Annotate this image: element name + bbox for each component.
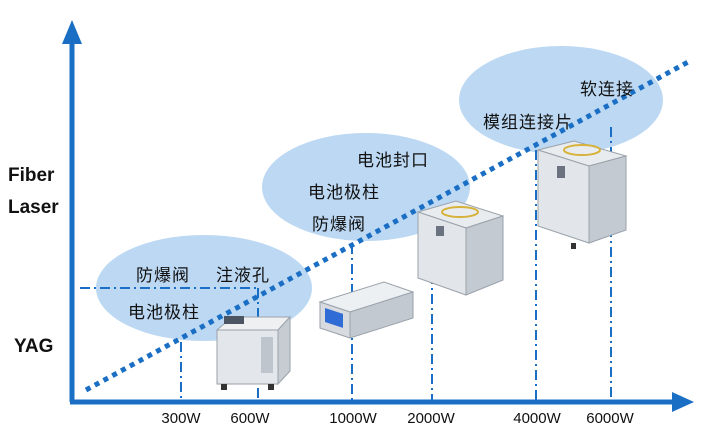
bubble2-label-vent: 防爆阀: [312, 215, 366, 235]
bubble1-label-vent: 防爆阀: [136, 266, 190, 286]
bubble1-label-fill-hole: 注液孔: [216, 266, 270, 286]
machine-2000w-image: [416, 200, 505, 296]
y-axis-arrow: [62, 20, 82, 44]
x-tick-2000w: 2000W: [407, 410, 455, 427]
bubble3-label-module-busbar: 模组连接片: [483, 113, 573, 133]
machine-6000w-image: [536, 140, 628, 249]
machine-1000w-image: [318, 281, 415, 339]
x-tick-300w: 300W: [161, 410, 201, 427]
x-axis-arrow: [672, 392, 694, 412]
bubble1-label-terminal: 电池极柱: [128, 303, 200, 323]
bubble-high-power: [459, 46, 663, 154]
x-tick-6000w: 6000W: [586, 410, 634, 427]
bubble2-label-terminal: 电池极柱: [308, 183, 380, 203]
bubble2-label-sealing: 电池封口: [357, 151, 429, 171]
x-tick-600w: 600W: [230, 410, 270, 427]
y-label-fiber-laser-line2: Laser: [8, 197, 59, 218]
bubble3-label-soft-connection: 软连接: [580, 80, 634, 100]
x-tick-1000w: 1000W: [329, 410, 377, 427]
axes: [62, 20, 694, 412]
y-label-fiber-laser-line1: Fiber: [8, 165, 55, 186]
machine-600w-image: [215, 315, 292, 390]
trend-line: [84, 59, 690, 393]
x-tick-4000w: 4000W: [513, 410, 561, 427]
y-label-yag: YAG: [14, 336, 54, 357]
